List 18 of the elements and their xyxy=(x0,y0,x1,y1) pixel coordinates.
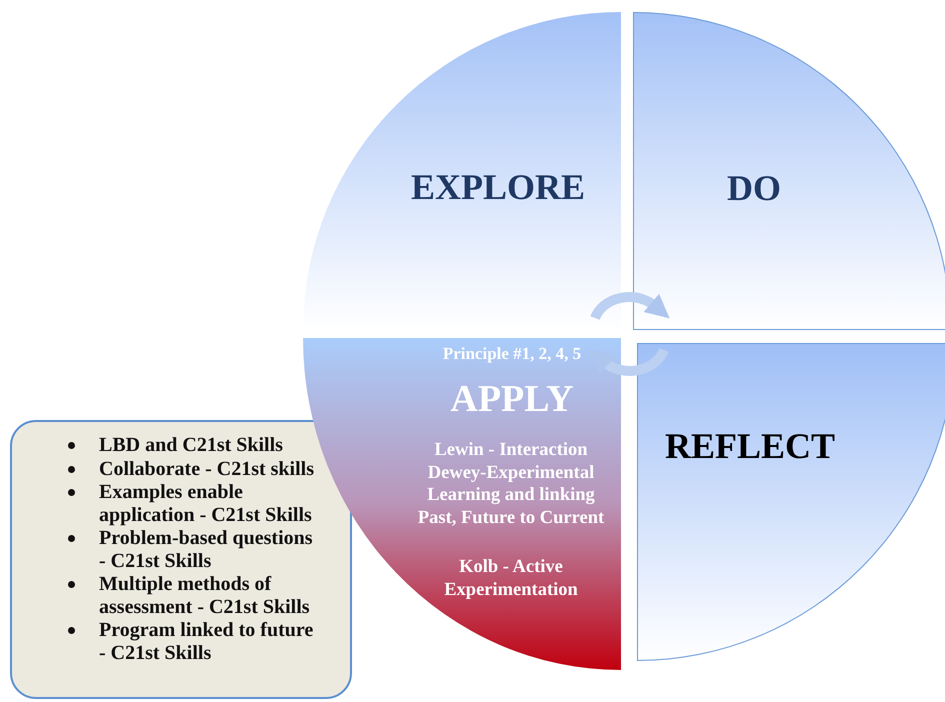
principle-text: Principle #1, 2, 4, 5 xyxy=(442,344,582,364)
bullet-item: Problem-based questions - C21st Skills xyxy=(99,527,314,572)
cycle-arrow xyxy=(590,292,670,320)
quadrant-title: REFLECT xyxy=(664,426,836,468)
cycle-arrow xyxy=(588,348,669,376)
bullet-item: Multiple methods of assessment - C21st Skills xyxy=(99,573,311,618)
theory-text: Lewin - Interaction Dewey-Experimental Learning and linking Past, Future to Current xyxy=(416,439,606,529)
quadrant-title: EXPLORE xyxy=(410,167,586,208)
bullet-item: Collaborate - C21st skills xyxy=(99,458,314,480)
bullet-item: Examples enable application - C21st Skills xyxy=(99,481,313,526)
bullet-list-panel xyxy=(10,420,352,699)
bullet-item: Program linked to future - C21st Skills xyxy=(99,619,314,664)
quadrant-segment xyxy=(637,343,945,661)
quadrant-title: DO xyxy=(726,168,782,210)
bullet-item: LBD and C21st Skills xyxy=(99,434,283,456)
theory-text: Kolb - Active Experimentation xyxy=(443,556,579,601)
quadrant-title: APPLY xyxy=(449,378,575,422)
quadrant-segment xyxy=(633,12,945,330)
